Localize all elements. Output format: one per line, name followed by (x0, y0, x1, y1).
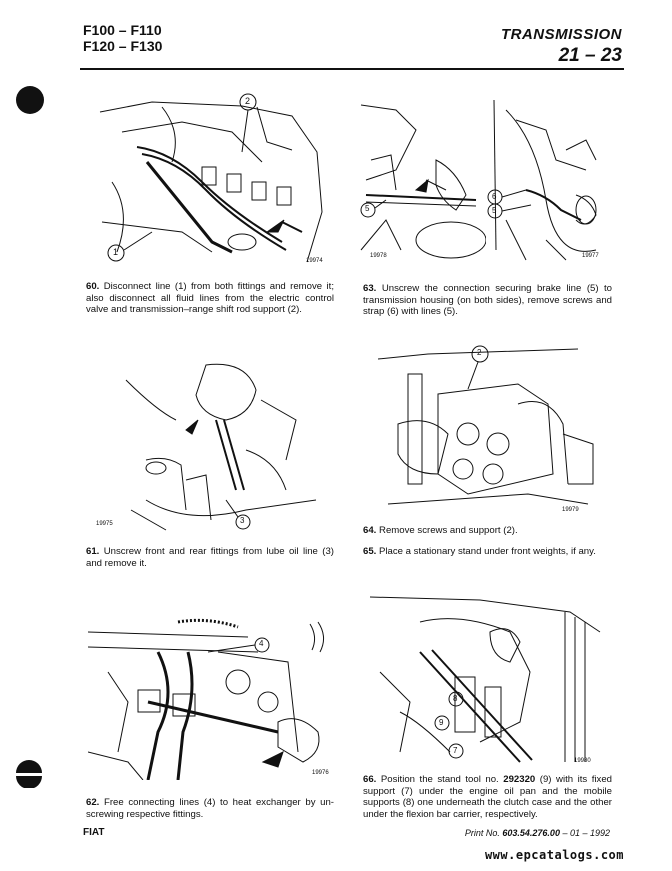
step-text: Free connecting lines (4) to heat exchan… (86, 797, 334, 820)
step-number: 63. (363, 283, 377, 294)
figure-id: 19979 (562, 507, 579, 513)
callout-7: 7 (453, 746, 458, 755)
figure-19974: 2 1 19974 (92, 92, 330, 268)
figure-id: 19974 (306, 258, 323, 264)
step-number: 60. (86, 281, 100, 292)
callout-5: 5 (492, 206, 497, 215)
tool-number: 292320 (503, 774, 536, 785)
callout-2: 2 (245, 96, 251, 106)
figure-id: 19977 (582, 253, 599, 259)
models-line-2: F120 – F130 (83, 38, 163, 54)
step-60: 60. Disconnect line (1) from both fittin… (86, 281, 334, 316)
step-text: Place a stationary stand under front wei… (379, 546, 596, 557)
print-label: Print No. (464, 828, 503, 838)
step-number: 64. (363, 525, 377, 536)
step-number: 62. (86, 797, 100, 808)
figure-id: 19978 (370, 253, 387, 259)
callout-9: 9 (439, 718, 444, 727)
step-text: Disconnect line (1) from both fittings a… (86, 281, 334, 316)
section-header: TRANSMISSION 21 – 23 (501, 26, 622, 67)
watermark-url[interactable]: www.epcatalogs.com (484, 848, 624, 862)
print-suffix: – 01 – 1992 (559, 828, 610, 838)
step-text: Unscrew front and rear fittings from lub… (86, 546, 334, 569)
model-list: F100 – F110 F120 – F130 (83, 22, 162, 54)
figure-id: 19975 (96, 521, 113, 527)
figure-id: 19976 (312, 770, 329, 776)
callout-3: 3 (240, 516, 245, 525)
models-line-1: F100 – F110 (83, 22, 162, 38)
step-number: 61. (86, 546, 100, 557)
figure-19979: 2 19979 (378, 344, 600, 516)
brand-logo-text: FIAT (83, 827, 105, 838)
step-text: Remove screws and support (2). (379, 525, 518, 536)
step-text-pre: Position the stand tool no. (380, 774, 504, 785)
callout-6: 6 (492, 192, 497, 201)
step-63: 63. Unscrew the connection securing brak… (363, 283, 612, 318)
step-number: 65. (363, 546, 377, 557)
callout-1: 1 (113, 247, 119, 257)
page-number: 21 – 23 (558, 45, 622, 66)
punch-hole-top (16, 86, 44, 114)
print-number: Print No. 603.54.276.00 – 01 – 1992 (465, 828, 610, 838)
step-text: Unscrew the connection securing brake li… (363, 283, 612, 318)
step-number: 66. (363, 774, 377, 785)
step-64: 64. Remove screws and support (2). (363, 525, 612, 537)
figure-19976: 4 19976 (88, 612, 336, 780)
section-title: TRANSMISSION (500, 26, 622, 43)
step-62: 62. Free connecting lines (4) to heat ex… (86, 797, 334, 820)
step-61: 61. Unscrew front and rear fittings from… (86, 546, 334, 569)
figure-19975: 3 19975 (86, 360, 326, 532)
step-65: 65. Place a stationary stand under front… (363, 546, 612, 558)
figure-id: 19980 (574, 758, 591, 764)
header-rule (80, 68, 624, 70)
step-66: 66. Position the stand tool no. 292320 (… (363, 774, 612, 820)
callout-8: 8 (453, 694, 458, 703)
figure-19980: 8 9 7 19980 (360, 592, 608, 768)
figure-19978: 5 19978 (356, 100, 486, 262)
callout-4: 4 (259, 639, 264, 648)
print-code: 603.54.276.00 (502, 828, 560, 838)
figure-19977: 6 5 19977 (486, 100, 606, 262)
step-text-post: (9) with its fixed support (7) under the… (363, 774, 612, 820)
callout-2: 2 (477, 348, 482, 357)
punch-hole-bottom (14, 758, 44, 789)
callout-5: 5 (365, 204, 370, 213)
